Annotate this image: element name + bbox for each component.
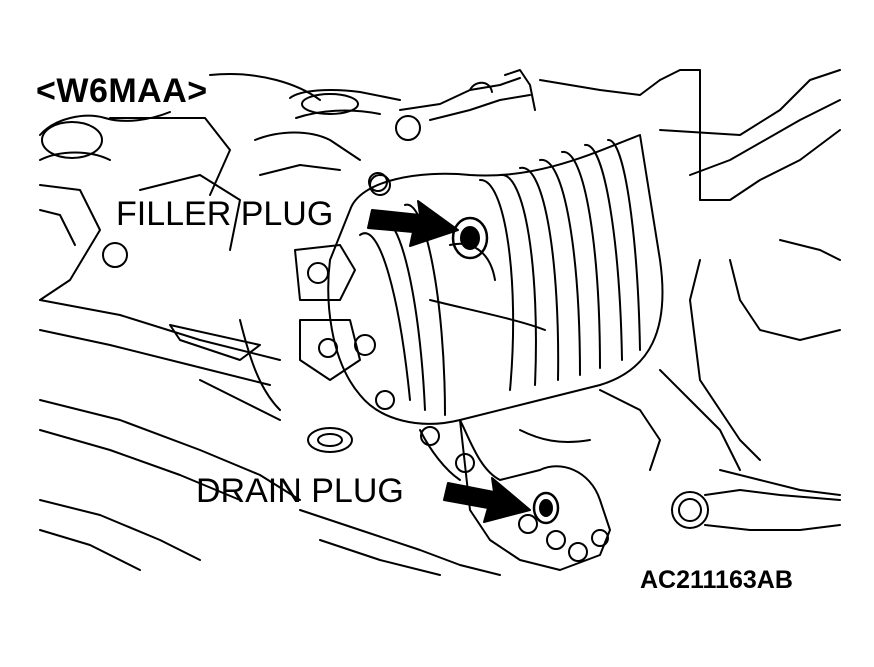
left-frame-rails bbox=[39, 299, 501, 576]
top-hoses bbox=[209, 69, 661, 196]
figure-id: AC211163AB bbox=[640, 566, 793, 594]
mounting-bolts bbox=[294, 172, 475, 473]
drain-plug bbox=[532, 491, 560, 525]
upper-left-pipe bbox=[39, 111, 241, 301]
drain-plug-label: DRAIN PLUG bbox=[196, 472, 404, 510]
drain-plug-arrow bbox=[443, 477, 531, 523]
right-frame-member bbox=[659, 69, 841, 496]
filler-plug bbox=[451, 216, 489, 260]
lower-extension-housing bbox=[419, 389, 841, 571]
filler-plug-label: FILLER PLUG bbox=[116, 195, 334, 233]
finned-case-body bbox=[327, 134, 664, 425]
variant-label: <W6MAA> bbox=[36, 72, 208, 110]
filler-plug-arrow bbox=[367, 200, 459, 247]
